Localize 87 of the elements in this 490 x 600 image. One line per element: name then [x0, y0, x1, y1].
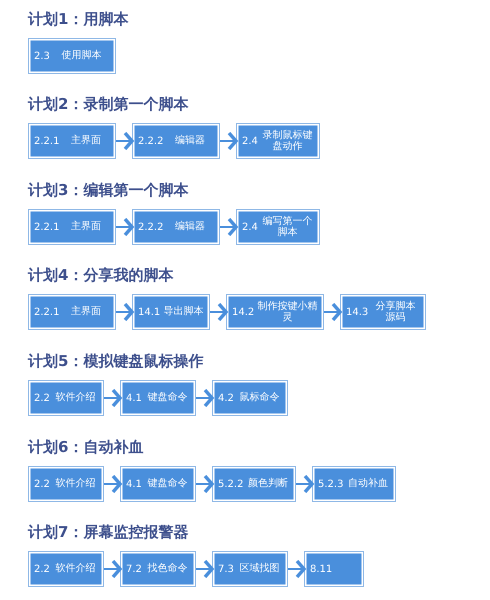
step-box — [28, 380, 104, 416]
step-number: 2.2 — [34, 564, 50, 574]
chevron-arrow — [104, 388, 122, 408]
chevron-arrow — [116, 302, 134, 322]
step-title: 自动补血 — [347, 478, 390, 490]
chevron-arrow — [116, 217, 134, 237]
step-number: 4.1 — [126, 478, 142, 490]
section-heading: 计划3：编辑第一个脚本 — [28, 181, 188, 200]
step-title: 主界面 — [70, 306, 102, 318]
step-number: 7.2 — [126, 564, 142, 574]
step-title: 编辑器 — [174, 135, 206, 147]
step-title: 制作按键小精灵 — [257, 300, 318, 324]
step-box — [28, 123, 116, 159]
step-box — [120, 380, 196, 416]
step-title: 主界面 — [70, 221, 102, 233]
section-heading: 计划7：屏幕监控报警器 — [28, 523, 188, 542]
step-box — [236, 209, 320, 245]
step-number: 2.2.1 — [34, 222, 60, 232]
chevron-arrow — [196, 388, 214, 408]
step-box — [28, 294, 116, 330]
chevron-arrow — [210, 302, 228, 322]
step-number: 2.4 — [242, 222, 258, 232]
step-box — [212, 466, 296, 502]
section-heading: 计划5：模拟键盘鼠标操作 — [28, 352, 204, 371]
step-box — [28, 209, 116, 245]
step-box — [132, 294, 210, 330]
step-box — [120, 551, 196, 587]
step-title: 键盘命令 — [146, 392, 188, 404]
step-number: 2.2 — [34, 478, 50, 490]
section-heading: 计划2：录制第一个脚本 — [28, 95, 188, 114]
step-title: 键盘命令 — [146, 478, 188, 490]
chevron-arrow — [196, 474, 214, 494]
step-title: 导出脚本 — [163, 306, 204, 318]
step-title: 找色命令 — [146, 563, 188, 575]
step-title: 录制鼠标键盘动作 — [261, 130, 314, 152]
step-number: 8.11 — [310, 564, 332, 574]
step-title: 颜色判断 — [247, 478, 290, 490]
chevron-arrow — [220, 131, 238, 151]
step-number: 14.3 — [346, 306, 368, 318]
step-box — [28, 466, 104, 502]
step-box — [132, 209, 220, 245]
step-number: 2.3 — [34, 50, 50, 62]
step-title: 鼠标命令 — [238, 392, 280, 404]
section-heading: 计划1：用脚本 — [28, 10, 128, 29]
step-number: 7.3 — [218, 564, 234, 574]
step-number: 14.1 — [138, 306, 160, 318]
step-box — [28, 38, 116, 74]
step-box — [304, 551, 364, 587]
step-number: 5.2.3 — [318, 478, 344, 490]
step-box — [120, 466, 196, 502]
step-number: 2.2.2 — [138, 222, 164, 232]
step-number: 2.2.1 — [34, 306, 60, 318]
step-box — [212, 551, 288, 587]
step-title: 编辑器 — [174, 221, 206, 233]
step-number: 14.2 — [232, 306, 254, 318]
chevron-arrow — [288, 559, 306, 579]
section-heading: 计划4：分享我的脚本 — [28, 266, 174, 285]
step-box — [226, 294, 324, 330]
chevron-arrow — [104, 559, 122, 579]
chevron-arrow — [196, 559, 214, 579]
step-title: 编写第一个脚本 — [261, 216, 314, 238]
chevron-arrow — [104, 474, 122, 494]
step-box — [212, 380, 288, 416]
step-box — [132, 123, 220, 159]
step-number: 2.2 — [34, 392, 50, 404]
section-heading: 计划6：自动补血 — [28, 438, 144, 457]
step-number: 2.4 — [242, 136, 258, 146]
step-title: 软件介绍 — [54, 478, 96, 490]
chevron-arrow — [296, 474, 314, 494]
step-box — [340, 294, 426, 330]
chevron-arrow — [116, 131, 134, 151]
step-number: 4.2 — [218, 392, 234, 404]
step-title: 主界面 — [70, 135, 102, 147]
step-title: 软件介绍 — [54, 563, 96, 575]
step-title: 分享脚本源码 — [374, 300, 417, 324]
step-box — [312, 466, 396, 502]
step-number: 2.2.1 — [34, 136, 60, 146]
chevron-arrow — [324, 302, 342, 322]
step-title: 区域找图 — [238, 563, 280, 575]
chevron-arrow — [220, 217, 238, 237]
step-title: 软件介绍 — [54, 392, 96, 404]
step-box — [28, 551, 104, 587]
step-box — [236, 123, 320, 159]
step-number: 2.2.2 — [138, 136, 164, 146]
step-number: 4.1 — [126, 392, 142, 404]
step-number: 5.2.2 — [218, 478, 244, 490]
step-title: 使用脚本 — [60, 50, 102, 62]
